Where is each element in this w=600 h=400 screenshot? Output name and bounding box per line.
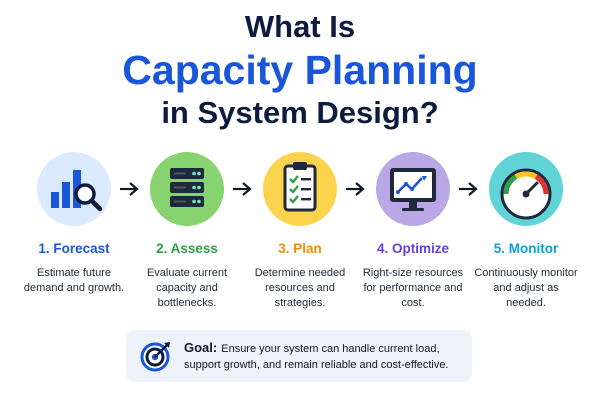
step-forecast-description: Estimate future demand and growth.: [23, 267, 125, 294]
arrow-right-icon: [233, 182, 252, 196]
step-monitor: 5. Monitor Continuously monitor and adju…: [470, 152, 582, 311]
title-block: What Is Capacity Planning in System Desi…: [0, 8, 600, 132]
step-optimize: 4. Optimize Right-size resources for per…: [357, 152, 469, 311]
goal-text-block: Goal:Ensure your system can handle curre…: [184, 340, 464, 373]
step-monitor-description: Continuously monitor and adjust as neede…: [474, 267, 578, 309]
target-icon: [140, 342, 170, 372]
step-assess: 2. Assess Evaluate current capacity and …: [131, 152, 243, 311]
goal-label: Goal:: [184, 340, 218, 355]
step-plan-description: Determine needed resources and strategie…: [254, 267, 346, 309]
step-assess-circle: [150, 152, 224, 226]
step-optimize-title: 4. Optimize: [376, 241, 449, 256]
step-optimize-circle: [376, 152, 450, 226]
server-stack-icon: [170, 168, 204, 207]
gauge-icon: [500, 168, 552, 220]
bar-chart-magnifier-icon: [51, 170, 103, 212]
step-assess-description: Evaluate current capacity and bottleneck…: [146, 267, 228, 309]
goal-description: Ensure your system can handle current lo…: [184, 343, 449, 371]
title-line-3: in System Design?: [161, 95, 439, 130]
arrow-right-icon: [120, 182, 139, 196]
monitor-trend-icon: [390, 168, 436, 211]
title-line-2: Capacity Planning: [122, 47, 478, 93]
goal-box: Goal:Ensure your system can handle curre…: [126, 330, 472, 382]
step-plan-title: 3. Plan: [278, 241, 322, 256]
step-monitor-circle: [489, 152, 563, 226]
arrow-right-icon: [459, 182, 478, 196]
step-plan: 3. Plan Determine needed resources and s…: [244, 152, 356, 311]
clipboard-checklist-icon: [283, 162, 317, 212]
step-forecast-title: 1. Forecast: [38, 241, 110, 256]
step-forecast: 1. Forecast Estimate future demand and g…: [18, 152, 130, 296]
step-plan-circle: [263, 152, 337, 226]
title-line-1: What Is: [244, 9, 356, 44]
step-assess-title: 2. Assess: [156, 241, 218, 256]
arrow-right-icon: [346, 182, 365, 196]
step-monitor-title: 5. Monitor: [493, 241, 559, 256]
step-forecast-circle: [37, 152, 111, 226]
steps-row: 1. Forecast Estimate future demand and g…: [0, 152, 600, 322]
step-optimize-description: Right-size resources for performance and…: [362, 267, 464, 309]
